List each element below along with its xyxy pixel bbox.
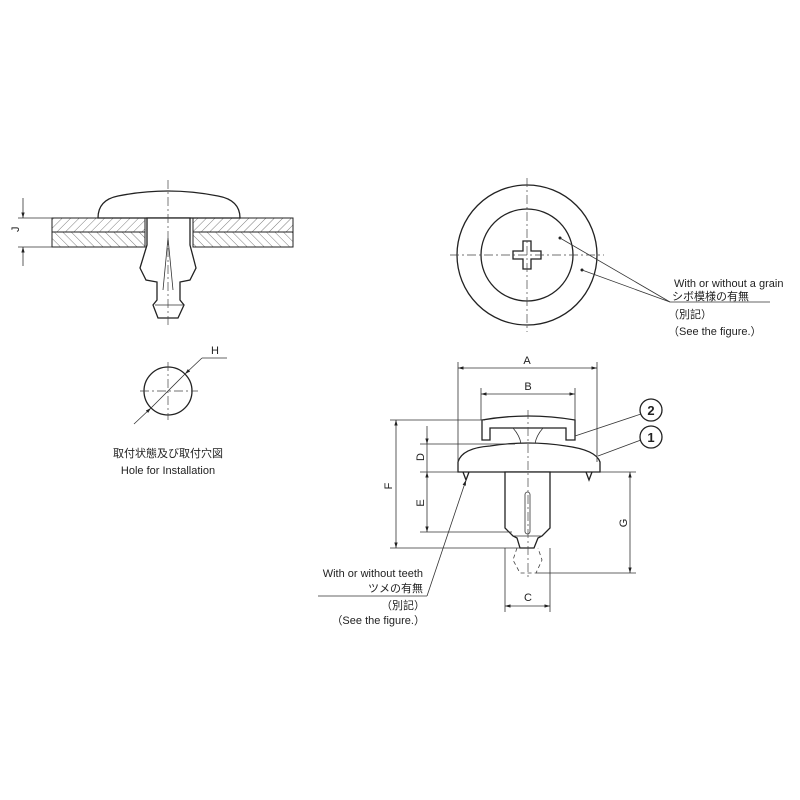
installation-hole-view: H 取付状態及び取付穴図 Hole for Installation — [113, 345, 227, 477]
teeth-note-jp: ツメの有無 — [368, 581, 423, 595]
part-number-2: 2 — [647, 403, 654, 418]
dimension-label-h: H — [211, 345, 219, 357]
top-view: With or without a grain シボ模様の有無 （別記） （Se… — [450, 178, 783, 338]
part-balloon-2 — [639, 398, 663, 422]
installation-title-en: Hole for Installation — [121, 465, 215, 477]
grain-note-en: With or without a grain — [674, 278, 783, 290]
grain-note-jp: シボ模様の有無 — [672, 289, 749, 303]
dimension-label-e: E — [415, 499, 427, 506]
dimension-label-d: D — [415, 453, 427, 461]
grain-note-ref-jp: （別記） — [668, 307, 712, 321]
dimension-label-j: J — [10, 227, 22, 233]
grain-note-ref-en: （See the figure.） — [668, 325, 762, 338]
installation-title-jp: 取付状態及び取付穴図 — [113, 446, 223, 460]
part-number-1: 1 — [647, 430, 654, 445]
dimension-label-a: A — [523, 355, 531, 367]
part-balloon-1 — [639, 425, 663, 449]
teeth-note-ref-jp: （別記） — [381, 598, 425, 612]
teeth-note-en: With or without teeth — [323, 568, 423, 580]
dimension-label-g: G — [618, 519, 630, 528]
installed-section-view: J — [10, 180, 294, 325]
front-view: A B D E F G C 2 1 — [318, 355, 663, 627]
dimension-label-b: B — [524, 381, 531, 393]
teeth-note-ref-en: （See the figure.） — [331, 614, 425, 627]
dimension-label-c: C — [524, 592, 532, 604]
dimension-label-f: F — [383, 482, 395, 489]
